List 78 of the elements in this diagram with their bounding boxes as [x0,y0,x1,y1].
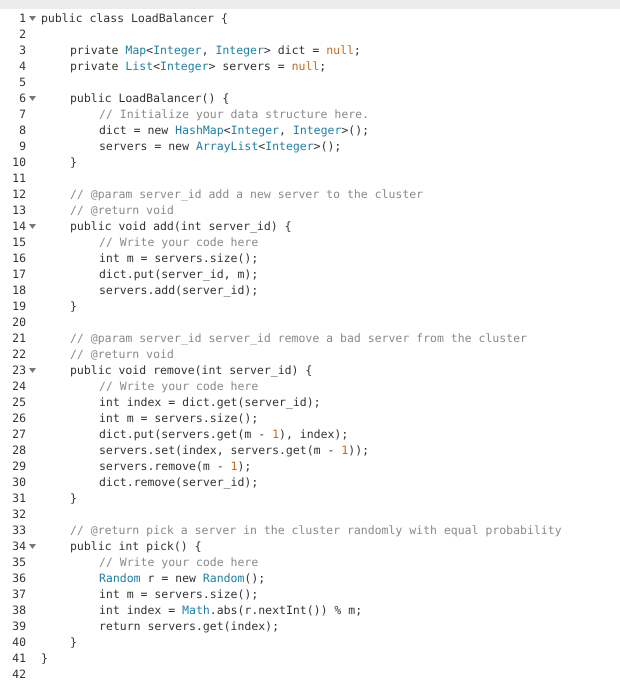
code-line: return servers.get(index); [99,618,280,634]
code-line: private List<Integer> servers = null; [70,58,326,74]
code-line: dict.remove(server_id); [99,474,258,490]
code-line: Random r = new Random(); [99,570,266,586]
line-number: 20 [11,314,26,330]
code-line: } [70,298,77,314]
line-number: 14 [11,218,26,234]
code-comment: // @return void [70,346,174,362]
code-line: int index = dict.get(server_id); [99,394,321,410]
code-line: public int pick() { [70,538,202,554]
line-number: 8 [18,122,26,138]
code-line: dict.put(servers.get(m - 1), index); [99,426,348,442]
line-number: 5 [18,74,26,90]
line-number: 26 [11,410,26,426]
line-number: 36 [11,570,26,586]
line-number: 23 [11,362,26,378]
line-number: 7 [18,106,26,122]
line-number: 6 [18,90,26,106]
code-line: public LoadBalancer() { [70,90,230,106]
code-line: servers.remove(m - 1); [99,458,252,474]
line-number: 12 [11,186,26,202]
line-number: 34 [11,538,26,554]
line-number: 25 [11,394,26,410]
line-number: 9 [18,138,26,154]
line-number: 21 [11,330,26,346]
line-number: 18 [11,282,26,298]
line-number: 39 [11,618,26,634]
code-line: } [70,154,77,170]
line-number: 2 [18,26,26,42]
code-comment: // @return pick a server in the cluster randomly with equal probability [70,522,562,538]
code-line: } [41,650,48,666]
line-number: 31 [11,490,26,506]
code-line: public class LoadBalancer { [41,10,228,26]
code-line: dict = new HashMap<Integer, Integer>(); [99,122,370,138]
line-number: 27 [11,426,26,442]
code-comment: // Write your code here [99,554,258,570]
line-number: 24 [11,378,26,394]
code-comment: // Initialize your data structure here. [99,106,370,122]
code-line: public void add(int server_id) { [70,218,292,234]
line-number: 19 [11,298,26,314]
code-line: servers = new ArrayList<Integer>(); [99,138,342,154]
line-number: 30 [11,474,26,490]
line-number: 29 [11,458,26,474]
line-number: 15 [11,234,26,250]
code-line: int m = servers.size(); [99,250,258,266]
line-number: 28 [11,442,26,458]
line-number: 10 [11,154,26,170]
line-number: 32 [11,506,26,522]
line-number: 33 [11,522,26,538]
line-number: 4 [18,58,26,74]
code-line: int m = servers.size(); [99,410,258,426]
line-number: 35 [11,554,26,570]
line-number: 42 [11,666,26,682]
code-line: } [70,490,77,506]
code-comment: // @param server_id server_id remove a bad server from the cluster [70,330,527,346]
code-line: int m = servers.size(); [99,586,258,602]
code-comment: // Write your code here [99,234,258,250]
line-number: 1 [18,10,26,26]
code-comment: // Write your code here [99,378,258,394]
line-number: 41 [11,650,26,666]
code-line: private Map<Integer, Integer> dict = null; [70,42,361,58]
code-line: servers.add(server_id); [99,282,258,298]
line-number: 11 [11,170,26,186]
code-line: public void remove(int server_id) { [70,362,312,378]
line-number: 40 [11,634,26,650]
code-comment: // @return void [70,202,174,218]
code-line: int index = Math.abs(r.nextInt()) % m; [99,602,362,618]
code-comment: // @param server_id add a new server to the cluster [70,186,424,202]
line-number: 16 [11,250,26,266]
line-number: 38 [11,602,26,618]
line-number: 22 [11,346,26,362]
line-number: 13 [11,202,26,218]
line-number: 37 [11,586,26,602]
code-line: dict.put(server_id, m); [99,266,258,282]
line-number: 17 [11,266,26,282]
line-number: 3 [18,42,26,58]
code-line: servers.set(index, servers.get(m - 1)); [99,442,370,458]
code-line: } [70,634,77,650]
